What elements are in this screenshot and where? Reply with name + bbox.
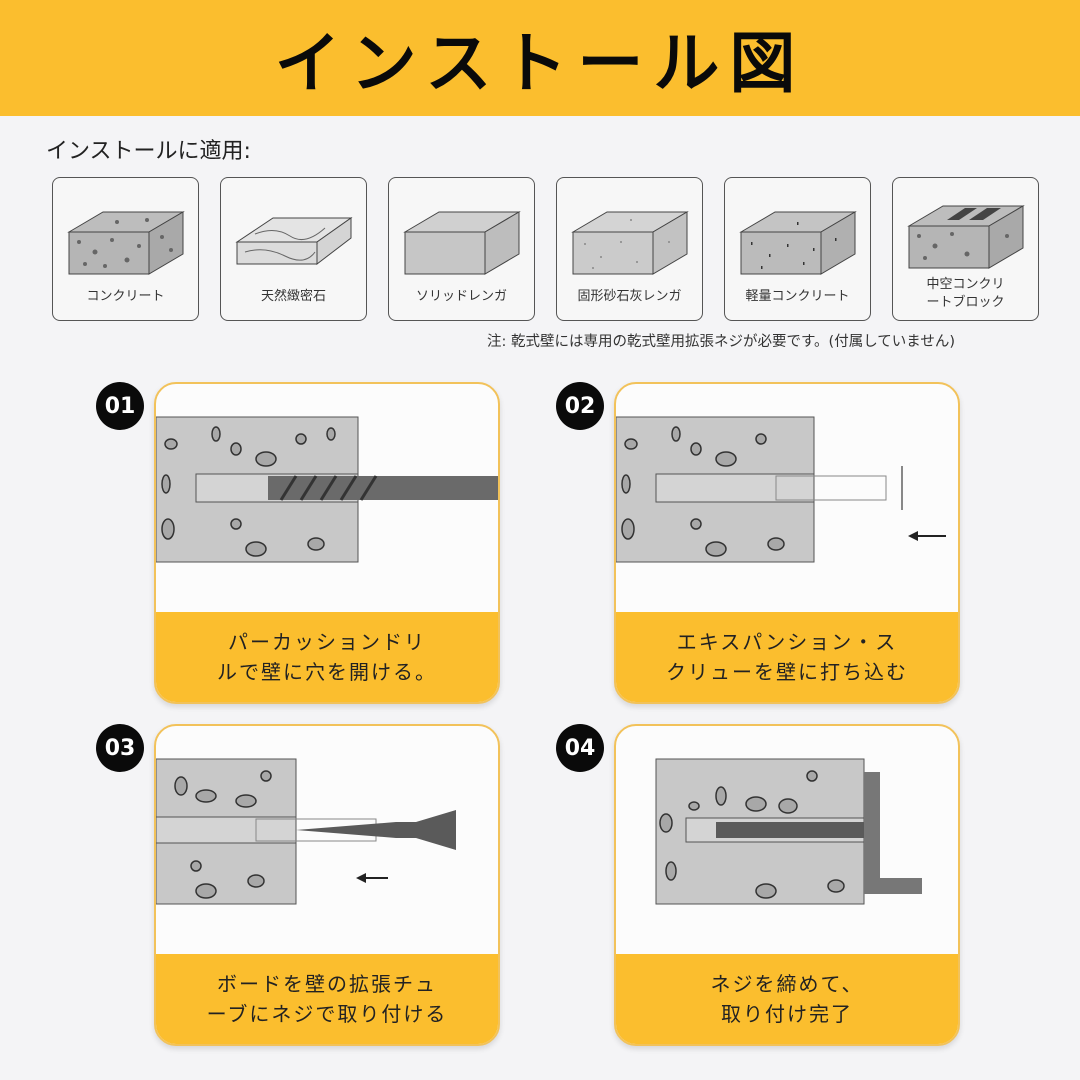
- step-caption: ネジを締めて、取り付け完了: [616, 954, 958, 1044]
- material-label: 中空コンクリ ートブロック: [926, 277, 1005, 310]
- installation-complete-icon: [655, 758, 922, 905]
- materials-list: コンクリート 天然緻密石 ソリッドレンガ 固形砂石灰レンガ: [52, 177, 1039, 321]
- hollow-block-icon: [907, 205, 1025, 269]
- material-lightweight-concrete: 軽量コンクリート: [724, 177, 871, 321]
- lightweight-concrete-icon: [739, 211, 857, 275]
- concrete-block-icon: [67, 211, 185, 275]
- step-card: ボードを壁の拡張チューブにネジで取り付ける: [154, 724, 500, 1046]
- material-solid-sand-lime-brick: 固形砂石灰レンガ: [556, 177, 703, 321]
- step-04: 04 ネジを締めて、取り付け完了: [542, 714, 960, 1046]
- step-card: ネジを締めて、取り付け完了: [614, 724, 960, 1046]
- step-03: 03 ボードを壁の拡張チューブにネジで取り付ける: [82, 714, 500, 1046]
- title-banner: インストール図: [0, 0, 1080, 116]
- material-label: 固形砂石灰レンガ: [577, 289, 682, 304]
- step-card: パーカッションドリルで壁に穴を開ける。: [154, 382, 500, 704]
- material-solid-brick: ソリッドレンガ: [388, 177, 535, 321]
- step-02: 02 エキスパンション・スクリューを壁に打ち込む: [542, 372, 960, 704]
- insert-anchor-icon: [616, 416, 946, 563]
- step-number-badge: 03: [96, 724, 144, 772]
- step-caption: パーカッションドリルで壁に穴を開ける。: [156, 612, 498, 702]
- material-label: ソリッドレンガ: [415, 289, 507, 304]
- step-caption: ボードを壁の拡張チューブにネジで取り付ける: [156, 954, 498, 1044]
- page-title: インストール図: [274, 25, 806, 102]
- step-number-badge: 01: [96, 382, 144, 430]
- material-hollow-concrete-block: 中空コンクリ ートブロック: [892, 177, 1039, 321]
- step-caption: エキスパンション・スクリューを壁に打ち込む: [616, 612, 958, 702]
- drive-screw-icon: [156, 758, 456, 905]
- material-concrete: コンクリート: [52, 177, 199, 321]
- step-number-badge: 04: [556, 724, 604, 772]
- material-natural-dense-stone: 天然緻密石: [220, 177, 367, 321]
- sand-lime-brick-icon: [571, 211, 689, 275]
- drill-into-concrete-icon: [156, 416, 498, 563]
- material-label: コンクリート: [86, 289, 165, 304]
- material-label: 軽量コンクリート: [745, 289, 850, 304]
- suitable-materials-label: インストールに適用:: [46, 139, 251, 164]
- drywall-note: 注: 乾式壁には専用の乾式壁用拡張ネジが必要です。(付属していません): [487, 334, 955, 350]
- step-card: エキスパンション・スクリューを壁に打ち込む: [614, 382, 960, 704]
- step-number-badge: 02: [556, 382, 604, 430]
- step-01: 01 パーカッションドリルで壁に穴を開ける。: [82, 372, 500, 704]
- solid-brick-icon: [403, 211, 521, 275]
- stone-slab-icon: [235, 217, 353, 266]
- material-label: 天然緻密石: [260, 289, 326, 304]
